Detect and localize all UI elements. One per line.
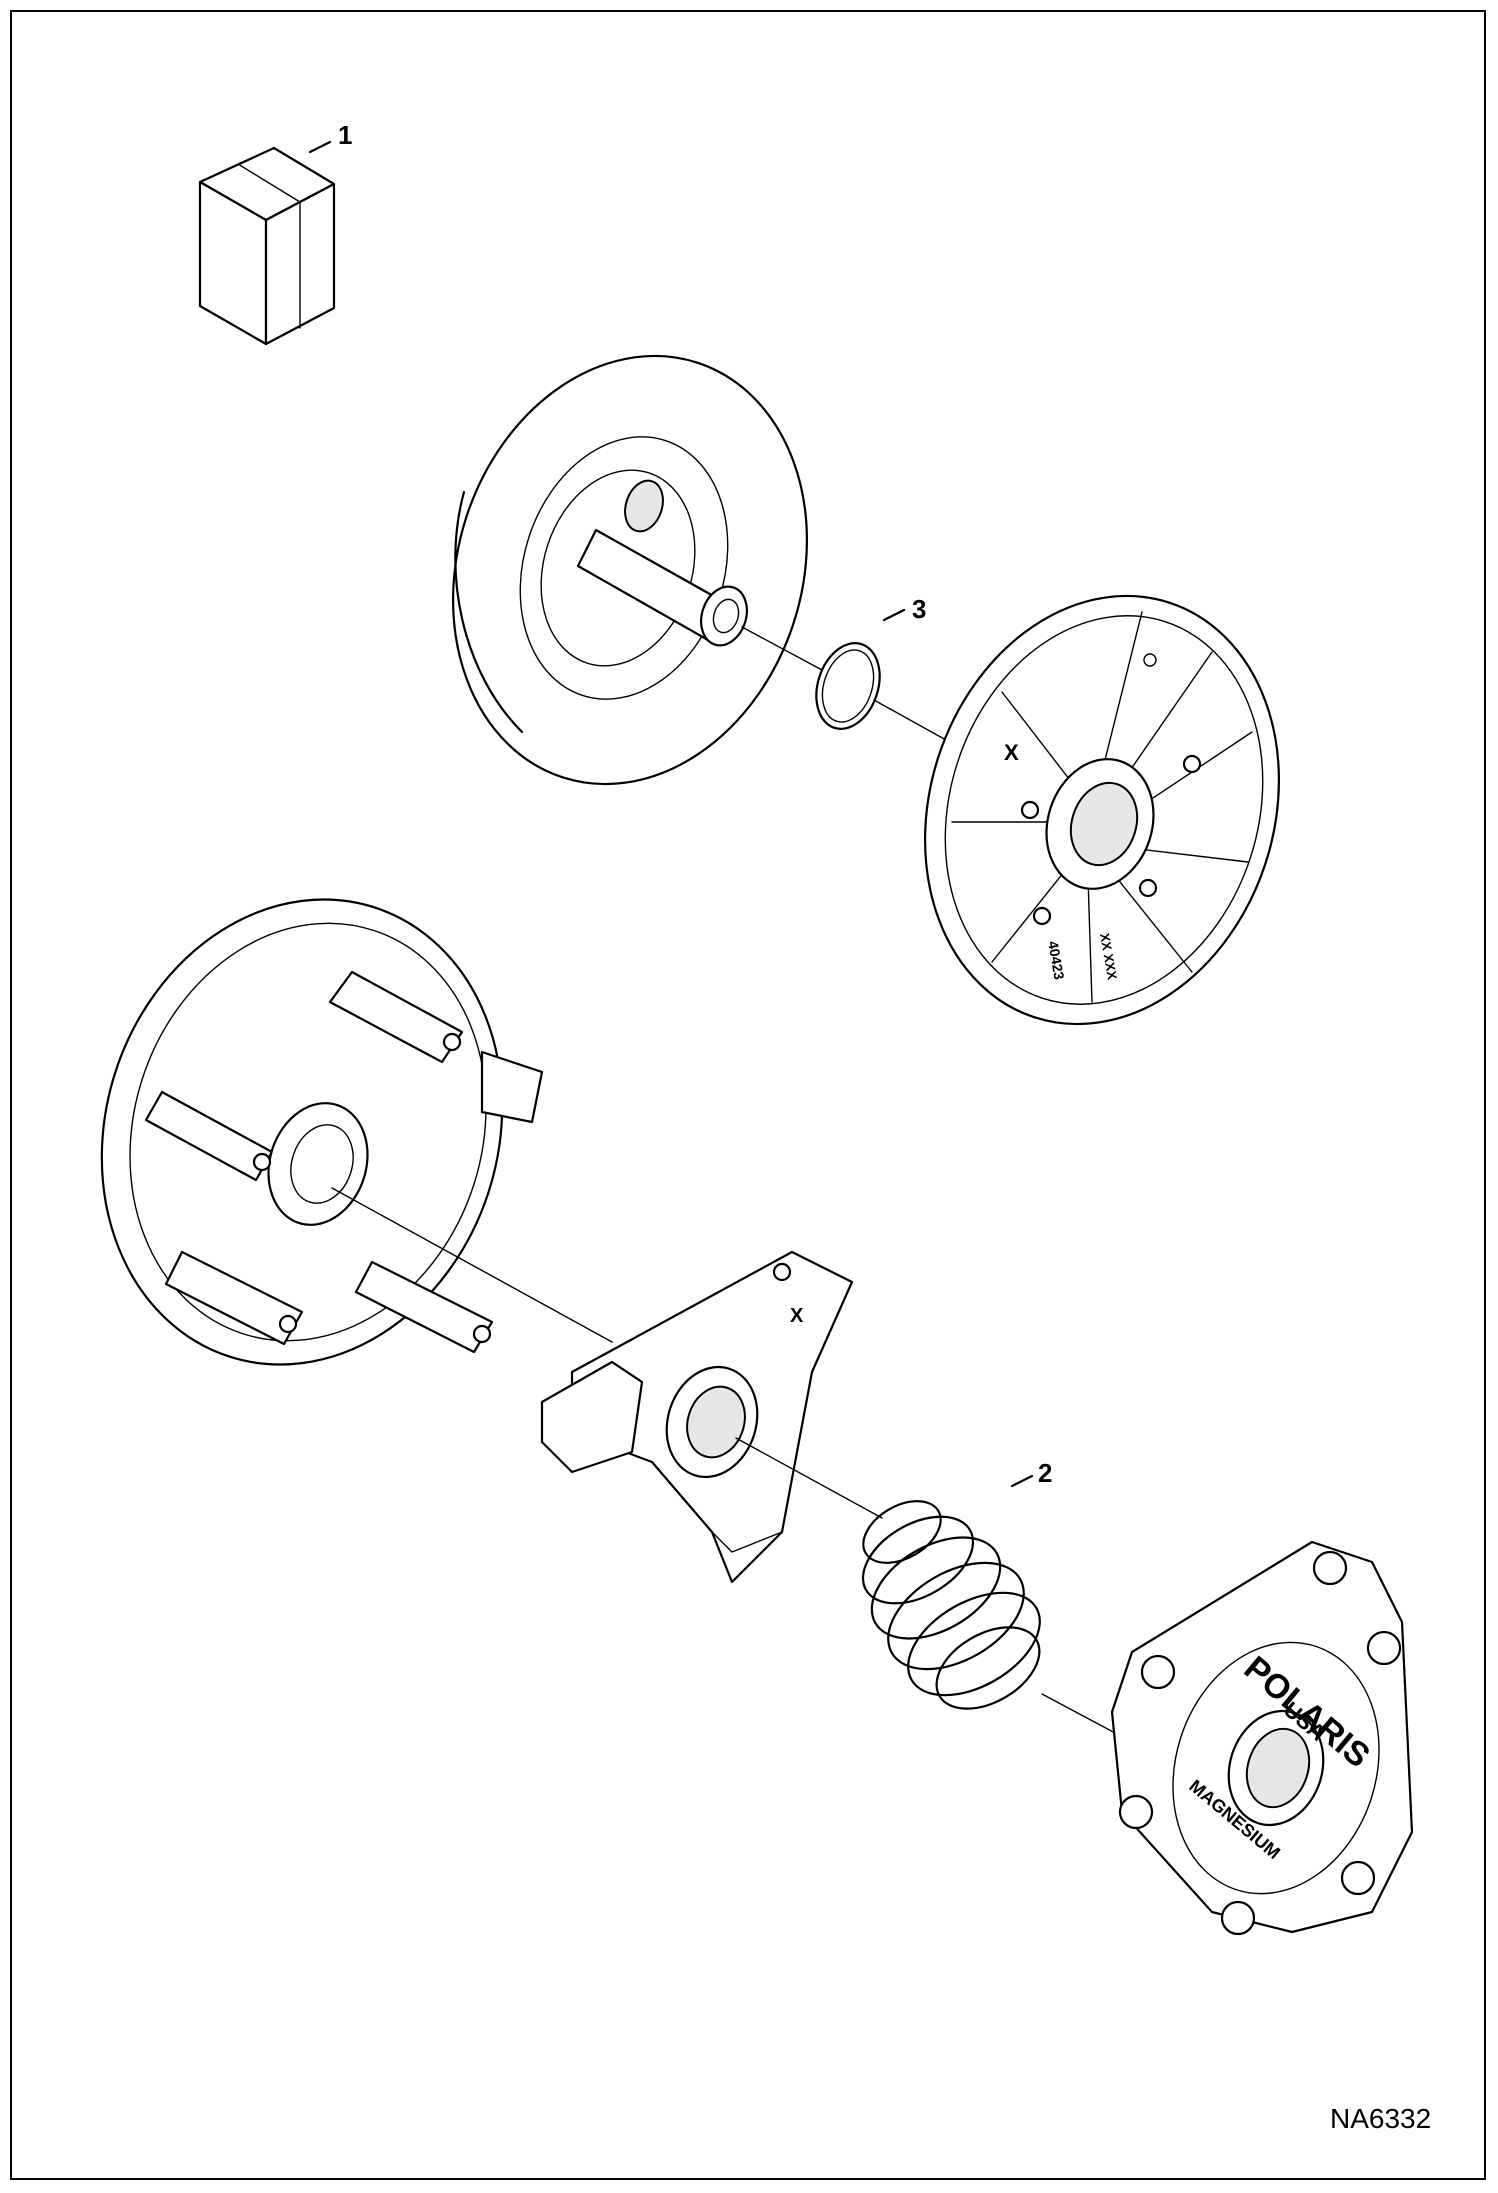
exploded-view-drawing: 1 3 [100,120,1431,2134]
cover-plate-part: POLARIS USA MAGNESIUM [1110,1540,1414,1936]
axis-line-1 [741,626,823,671]
callout-2-leader [1010,1474,1034,1488]
axis-line-4 [735,1437,883,1519]
callout-1-leader [308,140,332,154]
weight-housing-part [100,898,544,1366]
spider-part: X [540,1250,854,1584]
callout-2-label: 2 [1038,1458,1052,1488]
spider-x-mark: X [790,1305,804,1327]
stationary-sheave-part [451,354,809,786]
axis-line-3 [331,1187,613,1343]
sheave-part-code: 40423 [1045,940,1068,981]
diagram-frame: 1 3 [10,10,1486,2180]
axis-line-2 [873,699,947,741]
retaining-ring-part [815,642,881,730]
moveable-sheave-part: X XX XXX 40423 [923,594,1281,1026]
figure-number: NA6332 [1330,2103,1431,2134]
spring-part [861,1500,1041,1710]
sheave-x-mark: X [1004,740,1019,765]
kit-box-part [198,146,336,346]
callout-3-leader [882,608,906,622]
callout-3-label: 3 [912,594,926,624]
callout-1-label: 1 [338,120,352,150]
